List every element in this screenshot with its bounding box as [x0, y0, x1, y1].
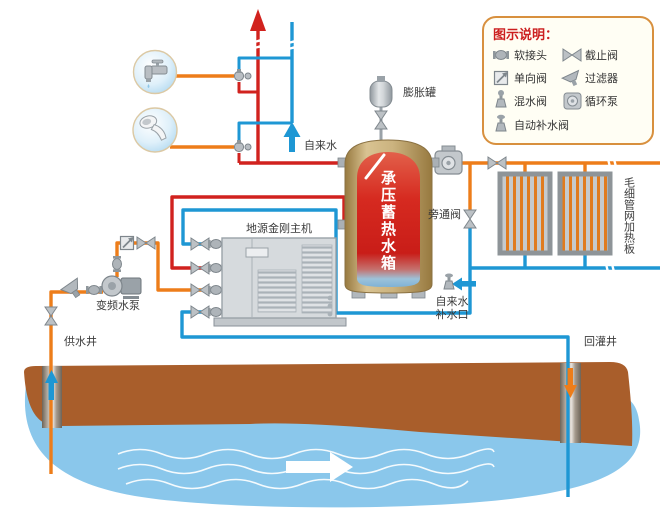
legend: 图示说明： 软接头 截止阀 单向阀 过滤器 混水阀 循环泵: [482, 16, 654, 145]
tank-gloss: [364, 153, 386, 180]
hot-riser-arrow: [250, 9, 266, 31]
vf-pump-label: 变频水泵: [96, 298, 140, 312]
well-supply-pipe: [49, 290, 103, 474]
mixing-valve-icon: [233, 68, 252, 82]
tank-label: 承压蓄热水箱: [379, 170, 397, 272]
pump-outlet-pipe: [115, 241, 222, 292]
circulation-pump-icon: [563, 92, 582, 110]
legend-item-label: 自动补水阀: [514, 118, 569, 132]
expansion-tank: [369, 76, 393, 108]
legend-item-label: 循环泵: [585, 95, 618, 108]
filter-icon: [59, 277, 81, 299]
recharge-well-label: 回灌井: [584, 334, 617, 348]
wave-line: [125, 478, 469, 490]
ground-layer: [24, 362, 633, 446]
shower-head-icon: [139, 115, 167, 141]
recharge-well-shaft: [560, 363, 581, 443]
check-valve-icon: [493, 70, 509, 86]
capillary-panels: [497, 171, 613, 256]
supply-well-label: 供水井: [64, 334, 97, 348]
check-valve-icon: [119, 235, 135, 251]
capillary-panels-label: 毛细管网加热板: [623, 177, 636, 255]
storage-tank: 承压蓄热水箱: [337, 139, 440, 299]
vf-pump-icon: [101, 275, 142, 299]
stop-valve-icon: [374, 110, 388, 130]
legend-item-label: 过滤器: [585, 72, 618, 85]
tap-water-arrow-shaft: [289, 136, 295, 152]
legend-item-label: 软接头: [514, 48, 547, 62]
soft-joint-icon: [112, 255, 122, 273]
heating-panel: [557, 171, 613, 256]
makeup-port-label-line2: 补水口: [436, 308, 469, 321]
bypass-valve-icon: [463, 209, 477, 229]
tank-vessel: [357, 152, 420, 287]
makeup-arrow-shaft: [462, 281, 476, 287]
fittings: [44, 68, 507, 326]
soft-joint-icon: [85, 285, 103, 295]
expansion-tank-label: 膨胀罐: [403, 85, 436, 99]
makeup-port-label-line1: 自来水: [436, 295, 469, 308]
mix1-cold-branch: [237, 56, 292, 70]
legend-item-label: 混水阀: [514, 94, 547, 108]
recharge-well-arrow-head: [564, 385, 577, 398]
flow-arrow: [286, 452, 353, 482]
auto-makeup-valve-icon: [495, 114, 507, 132]
hp-return-pipe: [181, 208, 472, 315]
stop-valve-icon: [44, 306, 58, 326]
soft-joint-icon: [492, 50, 510, 60]
recharge-well-arrow-shaft: [567, 368, 573, 386]
tap-water-label: 自来水: [304, 139, 337, 152]
mixing-valve-icon: [233, 139, 252, 153]
stop-valve-icon: [136, 236, 156, 250]
heat-pump-unit: [213, 237, 347, 327]
supply-well-arrow-head: [45, 370, 58, 383]
fixture-bubbles: [132, 49, 178, 153]
mix1-hot-branch: [237, 82, 258, 94]
mixing-valve-icon: [495, 90, 507, 108]
bypass-valve-label: 旁通阀: [428, 207, 461, 221]
makeup-arrow-head: [452, 277, 462, 291]
mix2-cold-branch: [237, 121, 292, 141]
heat-pump-label: 地源金刚主机: [246, 221, 312, 235]
wave-line: [117, 448, 495, 460]
filter-icon: [560, 69, 580, 87]
legend-item-label: 单向阀: [514, 71, 547, 85]
heating-panel: [497, 171, 553, 256]
groundwater-section: [24, 362, 641, 508]
stop-valve-icon: [487, 156, 507, 170]
faucet-icon: [144, 59, 168, 88]
tap-water-arrow-head: [283, 122, 301, 137]
legend-item-label: 截止阀: [585, 48, 618, 62]
supply-well-arrow-shaft: [48, 382, 54, 400]
auto-makeup-valve-icon: [443, 273, 455, 290]
legend-title: 图示说明：: [493, 27, 558, 43]
